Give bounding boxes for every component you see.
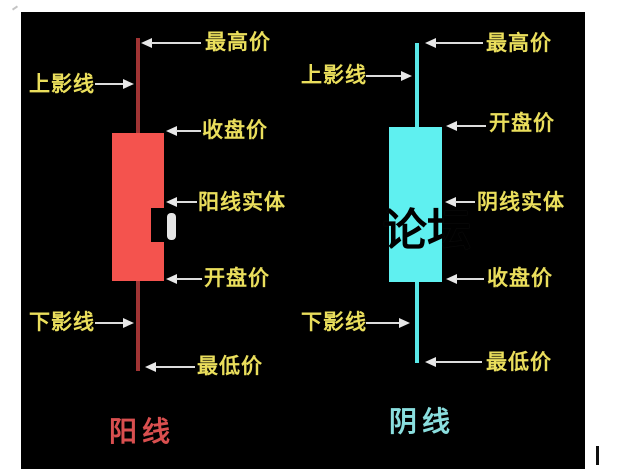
yang-upper-shadow-line (136, 38, 140, 133)
yang-candle-body (112, 133, 164, 281)
yin-lower-shadow-line (415, 282, 419, 363)
yang-close-label: 收盘价 (202, 119, 268, 142)
scan-tick-artifact (596, 446, 599, 465)
yang-body-label: 阳线实体 (198, 191, 286, 214)
yang-lower-shadow-label: 下影线 (29, 311, 95, 334)
yang-high-label: 最高价 (205, 31, 271, 54)
watermark-text: 论坛 (383, 206, 471, 255)
yang-low-label: 最低价 (197, 355, 263, 378)
yang-upper-shadow-label: 上影线 (29, 73, 95, 96)
yin-upper-shadow-label: 上影线 (301, 64, 367, 87)
yin-title: 阴线 (389, 406, 456, 437)
yang-lower-shadow-line (136, 281, 140, 371)
yin-open-label: 开盘价 (489, 112, 555, 135)
yang-title: 阳线 (109, 416, 176, 447)
watermark-outline-fragment (167, 213, 176, 240)
yin-low-label: 最低价 (486, 351, 552, 374)
yang-open-label: 开盘价 (204, 267, 270, 290)
yin-candle-body (389, 127, 442, 282)
yin-close-label: 收盘价 (487, 267, 553, 290)
yin-lower-shadow-label: 下影线 (301, 311, 367, 334)
yin-high-label: 最高价 (486, 32, 552, 55)
yin-upper-shadow-line (415, 43, 419, 127)
watermark-fragment-on-red-body (151, 208, 164, 242)
yin-body-label: 阴线实体 (477, 191, 565, 214)
scan-speck-artifact (11, 5, 19, 11)
